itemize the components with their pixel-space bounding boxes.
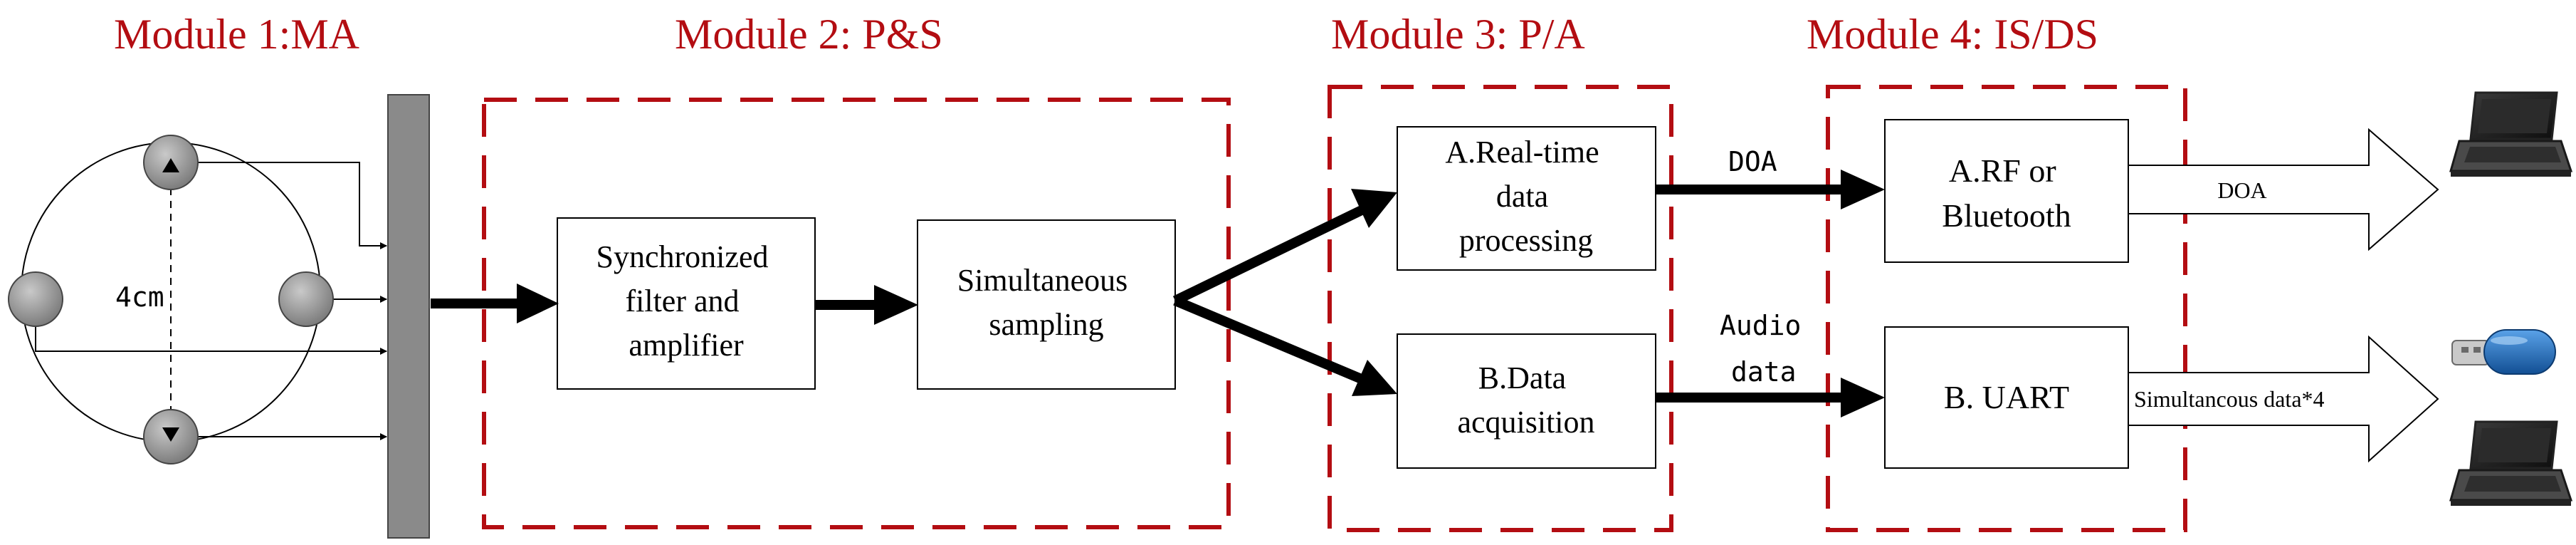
module-4-frame xyxy=(1826,85,2187,532)
microphone-right xyxy=(278,271,334,327)
module-1-title: Module 1:MA xyxy=(114,11,359,58)
rf-bluetooth-block xyxy=(1884,119,2129,263)
arrow-bar-to-filter-head xyxy=(517,284,559,323)
uart-block xyxy=(1884,326,2129,469)
data-acquisition-label: B.Data acquisition xyxy=(1457,360,1594,440)
filter-block-label: Synchronized filter and amplifier xyxy=(596,239,777,363)
arrow-filter-to-sampling-head xyxy=(874,285,918,325)
simultaneous-output-arrow xyxy=(2128,335,2439,463)
doa-output-label: DOA xyxy=(2217,177,2266,203)
laptop-icon xyxy=(2449,91,2573,177)
arrow-sampling-to-acquisition xyxy=(1173,296,1365,385)
module-4-title: Module 4: IS/DS xyxy=(1807,11,2098,58)
realtime-processing-block xyxy=(1397,126,1656,271)
arrow-sampling-to-realtime xyxy=(1172,204,1366,306)
audio-data-link-label: Audio data xyxy=(1720,310,1817,388)
arrow-sampling-to-acquisition-head xyxy=(1352,360,1397,396)
microphone-left xyxy=(8,271,63,327)
module-3-title: Module 3: P/A xyxy=(1331,11,1585,58)
laptop-icon xyxy=(2449,420,2573,506)
arrow-realtime-to-rf-head xyxy=(1841,170,1885,209)
spacing-label: 4cm xyxy=(115,281,164,313)
module-2-title: Module 2: P&S xyxy=(675,11,943,58)
sampling-block xyxy=(917,219,1176,390)
simultaneous-output-label: Simultancous data*4 xyxy=(2134,386,2325,412)
arrow-sampling-to-realtime-head xyxy=(1351,189,1397,228)
module-3-frame xyxy=(1328,85,1673,532)
flow-arrows xyxy=(431,170,1885,417)
doa-output-arrow xyxy=(2128,128,2439,251)
connector-bar xyxy=(387,94,430,539)
mic-bottom-arrowhead xyxy=(162,427,179,442)
mic-left-wire xyxy=(35,321,387,355)
uart-label: B. UART xyxy=(1944,379,2069,415)
sampling-block-label: Simultaneous sampling xyxy=(957,263,1136,342)
microphone-array: 4cm xyxy=(8,94,430,539)
rf-bluetooth-label: A.RF or Bluetooth xyxy=(1942,152,2071,234)
arrow-acquisition-to-uart-head xyxy=(1841,378,1885,417)
filter-block xyxy=(557,217,816,390)
doa-link-label: DOA xyxy=(1728,146,1777,177)
usb-drive-icon xyxy=(2451,329,2556,375)
mic-top-arrowhead xyxy=(162,158,179,172)
module-2-frame xyxy=(482,98,1231,529)
realtime-processing-label: A.Real-time data processing xyxy=(1445,135,1607,258)
data-acquisition-block xyxy=(1397,333,1656,469)
mic-top-wire xyxy=(192,162,387,249)
